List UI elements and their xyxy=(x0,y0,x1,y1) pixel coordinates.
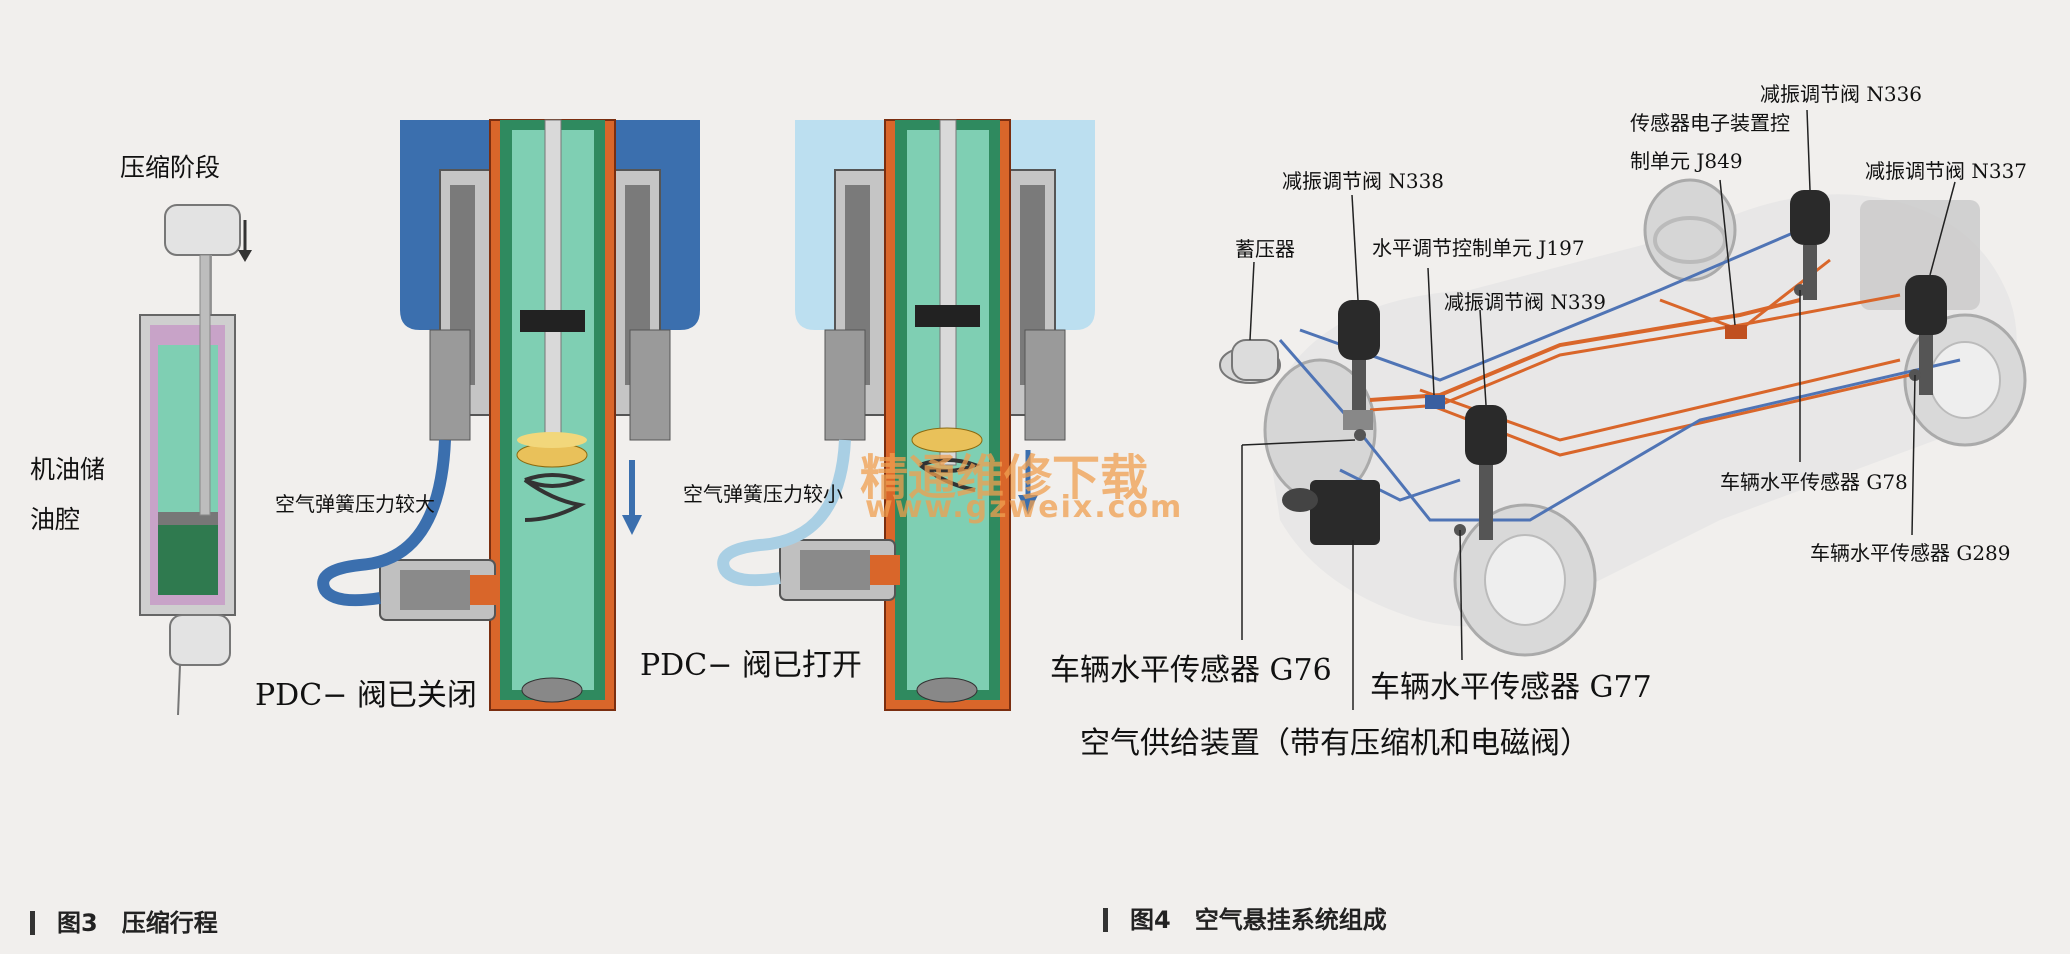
pdc-valve-open-label: PDC− 阀已打开 xyxy=(640,648,862,683)
strut-n338-shape xyxy=(1338,300,1380,430)
level-sensor-g289-label: 车辆水平传感器 G289 xyxy=(1810,541,2011,565)
caption-bar xyxy=(30,911,35,935)
air-supply-unit-shape xyxy=(1282,480,1380,545)
level-sensor-g78-label: 车辆水平传感器 G78 xyxy=(1720,470,1908,494)
accumulator-shape xyxy=(1219,339,1281,384)
left-strut xyxy=(317,119,700,711)
air-spring-pressure-low-label: 空气弹簧压力较小 xyxy=(683,482,843,506)
strut-n339-shape xyxy=(1465,405,1507,540)
j197-unit-shape xyxy=(1425,395,1445,409)
watermark-text: 精通维修下载 xyxy=(860,450,1149,506)
j849-unit-shape xyxy=(1725,325,1747,339)
level-control-unit-j197-label: 水平调节控制单元 J197 xyxy=(1372,236,1585,260)
strut-n336-shape xyxy=(1790,190,1830,300)
damper-valve-n336-label: 减振调节阀 N336 xyxy=(1760,82,1923,106)
damper-valve-n338-label: 减振调节阀 N338 xyxy=(1282,169,1445,193)
air-spring-pressure-high-label: 空气弹簧压力较大 xyxy=(275,492,435,516)
vehicle-chassis xyxy=(1219,109,2027,710)
sensor-unit-j849-label-line1: 传感器电子装置控 xyxy=(1630,111,1790,135)
figure4-caption: 图4 空气悬挂系统组成 xyxy=(1103,900,1387,935)
sensor-unit-j849-label-line2: 制单元 J849 xyxy=(1630,149,1743,173)
figure3-caption: 图3 压缩行程 xyxy=(30,903,218,938)
accumulator-label: 蓄压器 xyxy=(1235,237,1295,261)
strut-n337-shape xyxy=(1905,275,1947,395)
pdc-valve-closed-label: PDC− 阀已关闭 xyxy=(255,678,477,713)
damper-valve-n339-label: 减振调节阀 N339 xyxy=(1444,290,1607,314)
figure4-caption-number: 图4 xyxy=(1130,906,1171,934)
oil-chamber-label-line2: 油腔 xyxy=(30,505,81,534)
damper-valve-n337-label: 减振调节阀 N337 xyxy=(1865,159,2028,183)
level-sensor-g76-label: 车辆水平传感器 G76 xyxy=(1050,653,1332,688)
figure3-caption-number: 图3 xyxy=(57,909,98,937)
figure4-caption-title: 空气悬挂系统组成 xyxy=(1194,906,1387,934)
right-strut xyxy=(717,119,1095,711)
oil-chamber-label-line1: 机油储 xyxy=(30,455,106,484)
caption-bar xyxy=(1103,908,1108,932)
figure3-caption-title: 压缩行程 xyxy=(121,909,218,937)
compression-phase-label: 压缩阶段 xyxy=(120,153,221,182)
small-shock-absorber xyxy=(139,204,252,716)
watermark-url: www.gzweix.com xyxy=(865,490,1184,525)
air-supply-unit-label: 空气供给装置（带有压缩机和电磁阀） xyxy=(1080,726,1590,761)
level-sensor-g77-label: 车辆水平传感器 G77 xyxy=(1370,670,1652,705)
